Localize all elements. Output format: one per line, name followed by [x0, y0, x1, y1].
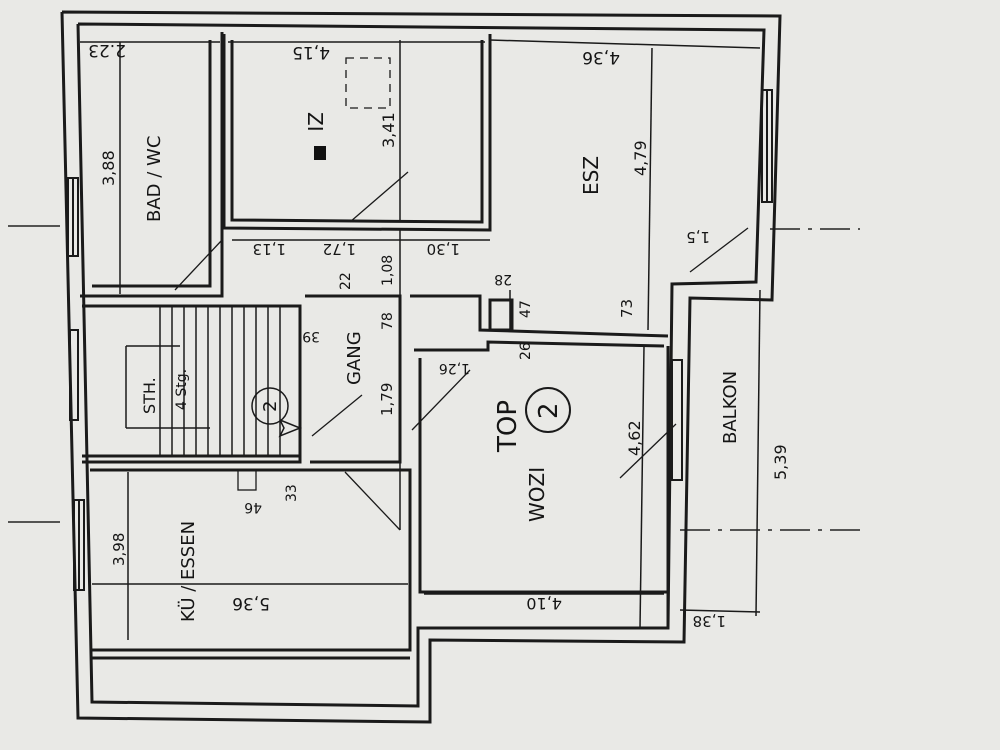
room-label-top: TOP	[493, 400, 523, 453]
dim-5-36: 5,36	[232, 593, 270, 613]
dim-1-30: 1,30	[427, 240, 460, 258]
dim-78: 78	[380, 312, 396, 330]
dim-3-98: 3,98	[110, 533, 128, 566]
room-label-kue-essen: KÜ / ESSEN	[177, 521, 199, 622]
room-label-balkon: BALKON	[720, 371, 741, 444]
dim-73: 73	[618, 299, 636, 318]
dim-1-79: 1,79	[378, 383, 396, 416]
dim-33: 33	[284, 484, 300, 502]
walls	[60, 10, 782, 724]
stair-sublabel: 4 Stg.	[174, 369, 190, 410]
room-label-sth: STH.	[140, 377, 159, 414]
dim-46: 46	[244, 499, 262, 515]
stair-treads	[125, 306, 303, 456]
dim-1-38: 1,38	[693, 612, 726, 630]
room-label-bad-wc: BAD / WC	[144, 136, 165, 222]
dim-5-39: 5,39	[771, 444, 790, 480]
windows	[67, 89, 773, 591]
dim-4-62: 4,62	[625, 420, 644, 456]
dim-1-13: 1,13	[253, 240, 286, 258]
room-label-gang: GANG	[344, 331, 365, 385]
dim-28: 28	[494, 271, 512, 287]
room-label-esz: ESZ	[579, 156, 603, 195]
top-number: 2	[534, 402, 564, 419]
dim-3-88: 3,88	[99, 150, 118, 186]
dim-26: 26	[518, 342, 534, 360]
dim-1-72: 1,72	[323, 240, 356, 258]
dimension-lines	[80, 39, 761, 640]
dim-4-15: 4,15	[292, 42, 330, 62]
top-number-circle	[525, 387, 571, 433]
door-swings	[174, 57, 749, 531]
dim-47: 47	[518, 300, 534, 318]
marker-square	[314, 146, 326, 160]
stair-number: 2	[260, 401, 281, 412]
dim-22: 22	[338, 272, 354, 290]
dim-2-23: 2.23	[88, 40, 126, 60]
room-label-zi: ZI	[303, 112, 327, 132]
room-label-wozi: WOZI	[525, 467, 549, 522]
dim-39: 39	[302, 328, 320, 344]
axis-lines	[8, 225, 860, 531]
dim-4-36: 4,36	[582, 47, 620, 67]
dim-3-41: 3,41	[379, 112, 398, 148]
dim-1-5: 1,5	[686, 228, 710, 246]
dim-4-79: 4,79	[631, 140, 650, 176]
dim-1-08: 1,08	[380, 255, 396, 286]
dim-1-26: 1,26	[439, 360, 470, 376]
dim-4-10: 4,10	[526, 594, 562, 613]
